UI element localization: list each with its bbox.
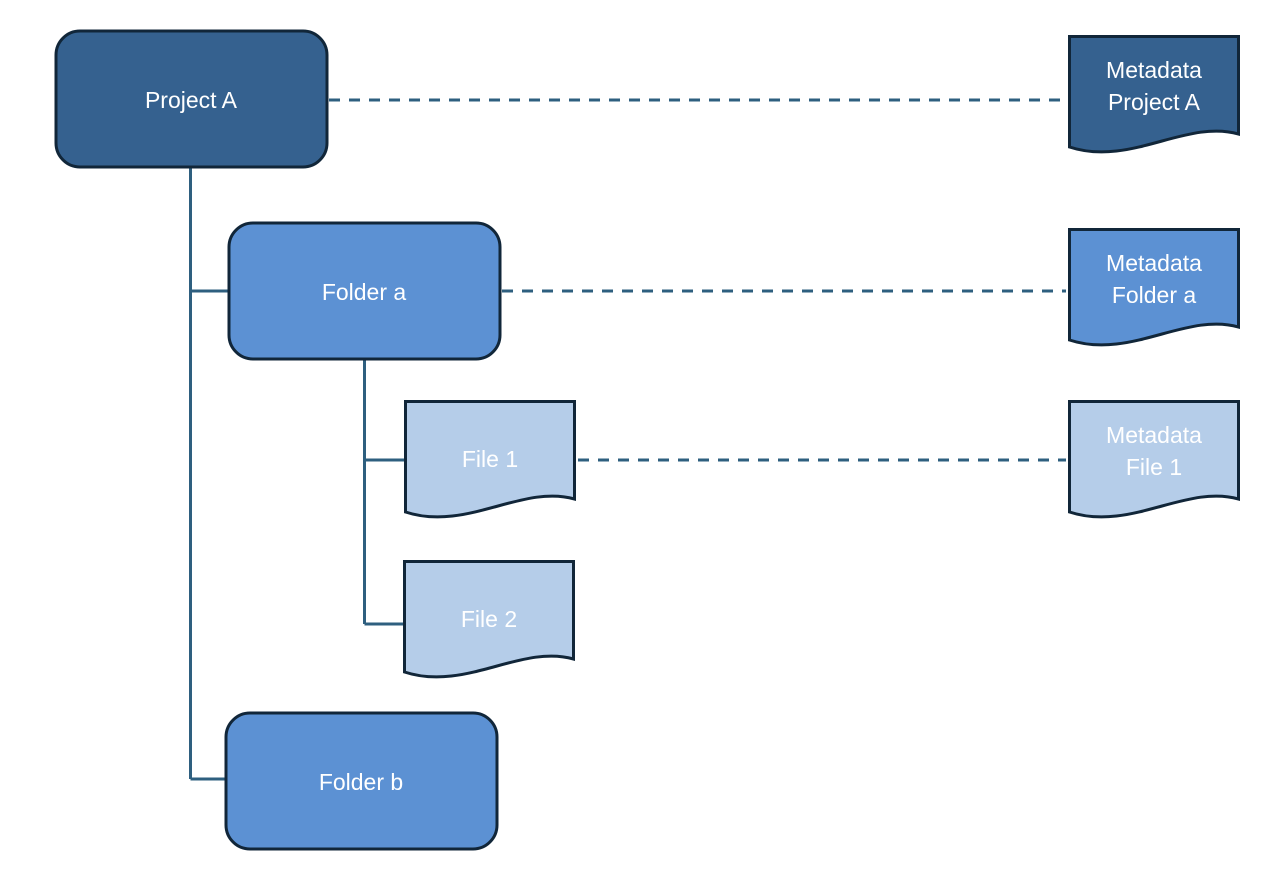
metadata-folder-a-label-line1: Metadata	[1106, 250, 1202, 276]
node-project-a: Project A	[54, 29, 329, 169]
node-file-1: File 1	[404, 400, 576, 519]
node-folder-b: Folder b	[224, 711, 499, 851]
folder-a-shape	[227, 221, 502, 361]
metadata-folder-a-label-line2: Folder a	[1112, 282, 1197, 308]
file-1-shape	[404, 400, 576, 519]
file-1-label: File 1	[462, 446, 518, 472]
metadata-file-1-label-line1: Metadata	[1106, 422, 1202, 448]
node-metadata-project-a: Metadata Project A	[1068, 35, 1240, 154]
metadata-connectors	[329, 98, 1066, 462]
file-2-shape	[403, 560, 575, 679]
hierarchy-connectors	[189, 167, 404, 781]
metadata-project-a-label-line1: Metadata	[1106, 57, 1202, 83]
metadata-file-1-label-line2: File 1	[1126, 454, 1182, 480]
folder-b-shape	[224, 711, 499, 851]
metadata-project-a-label-line2: Project A	[1108, 89, 1201, 115]
node-metadata-folder-a: Metadata Folder a	[1068, 228, 1240, 347]
folder-a-label: Folder a	[322, 279, 407, 305]
node-file-2: File 2	[403, 560, 575, 679]
file-2-label: File 2	[461, 606, 517, 632]
metadata-file-1-shape	[1068, 400, 1240, 519]
metadata-folder-a-shape	[1068, 228, 1240, 347]
node-metadata-file-1: Metadata File 1	[1068, 400, 1240, 519]
node-folder-a: Folder a	[227, 221, 502, 361]
metadata-project-a-shape	[1068, 35, 1240, 154]
project-a-shape	[54, 29, 329, 169]
folder-b-label: Folder b	[319, 769, 403, 795]
project-a-label: Project A	[145, 87, 238, 113]
